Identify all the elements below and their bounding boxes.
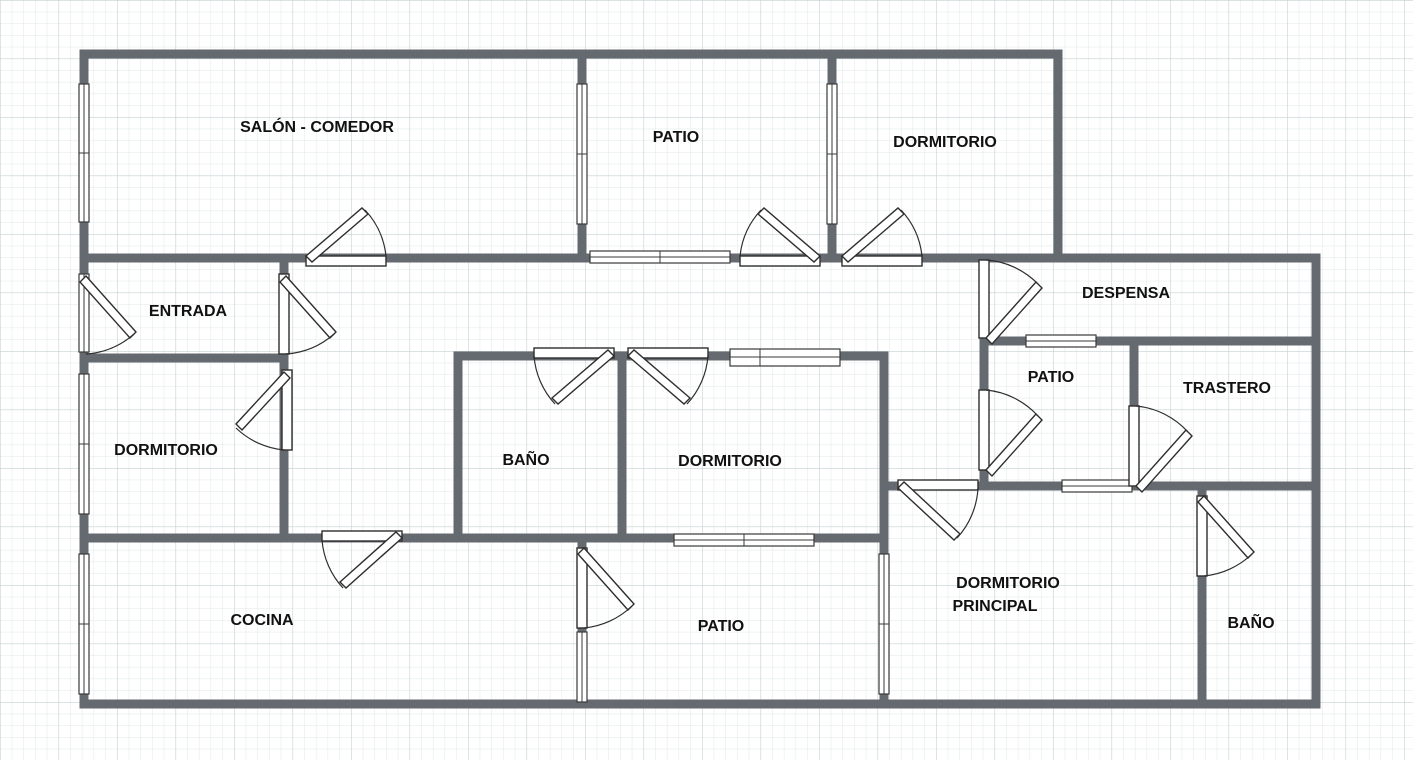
label-cocina: COCINA <box>230 612 294 629</box>
window <box>78 83 90 223</box>
doors <box>79 207 1255 629</box>
door <box>978 389 1043 478</box>
door <box>1196 494 1255 577</box>
window <box>589 250 731 264</box>
door <box>235 369 293 451</box>
room-labels: SALÓN - COMEDOR PATIO DORMITORIO ENTRADA… <box>114 117 1274 635</box>
windows <box>78 83 1133 703</box>
door <box>1128 405 1193 494</box>
door <box>896 479 979 541</box>
label-trastero: TRASTERO <box>1183 380 1271 397</box>
window <box>576 83 588 225</box>
label-patio-top: PATIO <box>653 129 700 146</box>
label-patio-bottom: PATIO <box>698 618 745 635</box>
door <box>626 347 709 405</box>
label-dormitorio-left: DORMITORIO <box>114 442 218 459</box>
label-salon-comedor: SALÓN - COMEDOR <box>240 117 394 136</box>
window <box>729 348 841 367</box>
door <box>576 546 635 629</box>
window <box>878 553 890 695</box>
label-dormitorio-principal-line1: DORMITORIO <box>956 575 1060 592</box>
window <box>826 83 838 225</box>
door <box>304 207 387 267</box>
label-bano-center: BAÑO <box>502 449 549 469</box>
door <box>321 530 404 589</box>
door <box>533 347 616 405</box>
window <box>78 373 90 515</box>
window <box>78 553 90 695</box>
door <box>978 259 1043 346</box>
label-entrada: ENTRADA <box>149 303 228 320</box>
label-dormitorio-top: DORMITORIO <box>893 134 997 151</box>
door <box>79 274 137 355</box>
door <box>840 207 923 267</box>
label-dormitorio-principal-line2: PRINCIPAL <box>952 598 1037 615</box>
label-patio-right: PATIO <box>1028 369 1075 386</box>
door <box>739 207 822 267</box>
door <box>278 273 337 355</box>
label-despensa: DESPENSA <box>1082 285 1170 302</box>
window <box>576 631 588 703</box>
label-dormitorio-center: DORMITORIO <box>678 453 782 470</box>
label-bano-right: BAÑO <box>1227 612 1274 632</box>
window <box>673 533 815 547</box>
window <box>1061 479 1133 493</box>
window <box>1025 334 1097 348</box>
